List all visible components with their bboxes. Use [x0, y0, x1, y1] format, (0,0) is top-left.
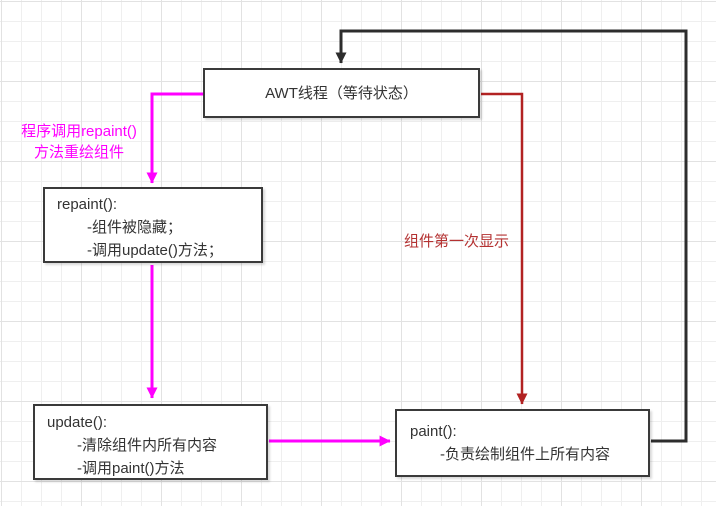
arrow-awt-to-paint-first-display — [481, 92, 528, 405]
arrow-awt-to-repaint — [146, 92, 203, 184]
node-paint-line: -负责绘制组件上所有内容 — [440, 446, 610, 463]
node-repaint-line: -组件被隐藏； — [87, 219, 182, 236]
node-awt-thread-title: AWT线程（等待状态） — [265, 84, 418, 102]
node-update: update(): -清除组件内所有内容 -调用paint()方法 — [33, 404, 268, 480]
node-paint: paint(): -负责绘制组件上所有内容 — [395, 409, 650, 477]
label-first-display: 组件第一次显示 — [404, 233, 510, 250]
label-repaint-call-line2: 方法重绘组件 — [33, 144, 124, 161]
node-paint-title: paint(): — [410, 423, 457, 440]
label-repaint-call-line1: 程序调用repaint() — [21, 123, 137, 140]
node-awt-thread: AWT线程（等待状态） — [203, 68, 480, 118]
node-repaint: repaint(): -组件被隐藏； -调用update()方法； — [43, 187, 263, 263]
node-repaint-title: repaint(): — [57, 196, 118, 213]
arrow-paint-back-to-awt — [335, 29, 688, 443]
label-repaint-call: 程序调用repaint() 方法重绘组件 — [4, 121, 154, 163]
node-repaint-line: -调用update()方法； — [87, 242, 223, 259]
node-update-line: -清除组件内所有内容 — [77, 437, 217, 454]
node-update-title: update(): — [47, 414, 108, 431]
node-update-line: -调用paint()方法 — [77, 460, 185, 477]
